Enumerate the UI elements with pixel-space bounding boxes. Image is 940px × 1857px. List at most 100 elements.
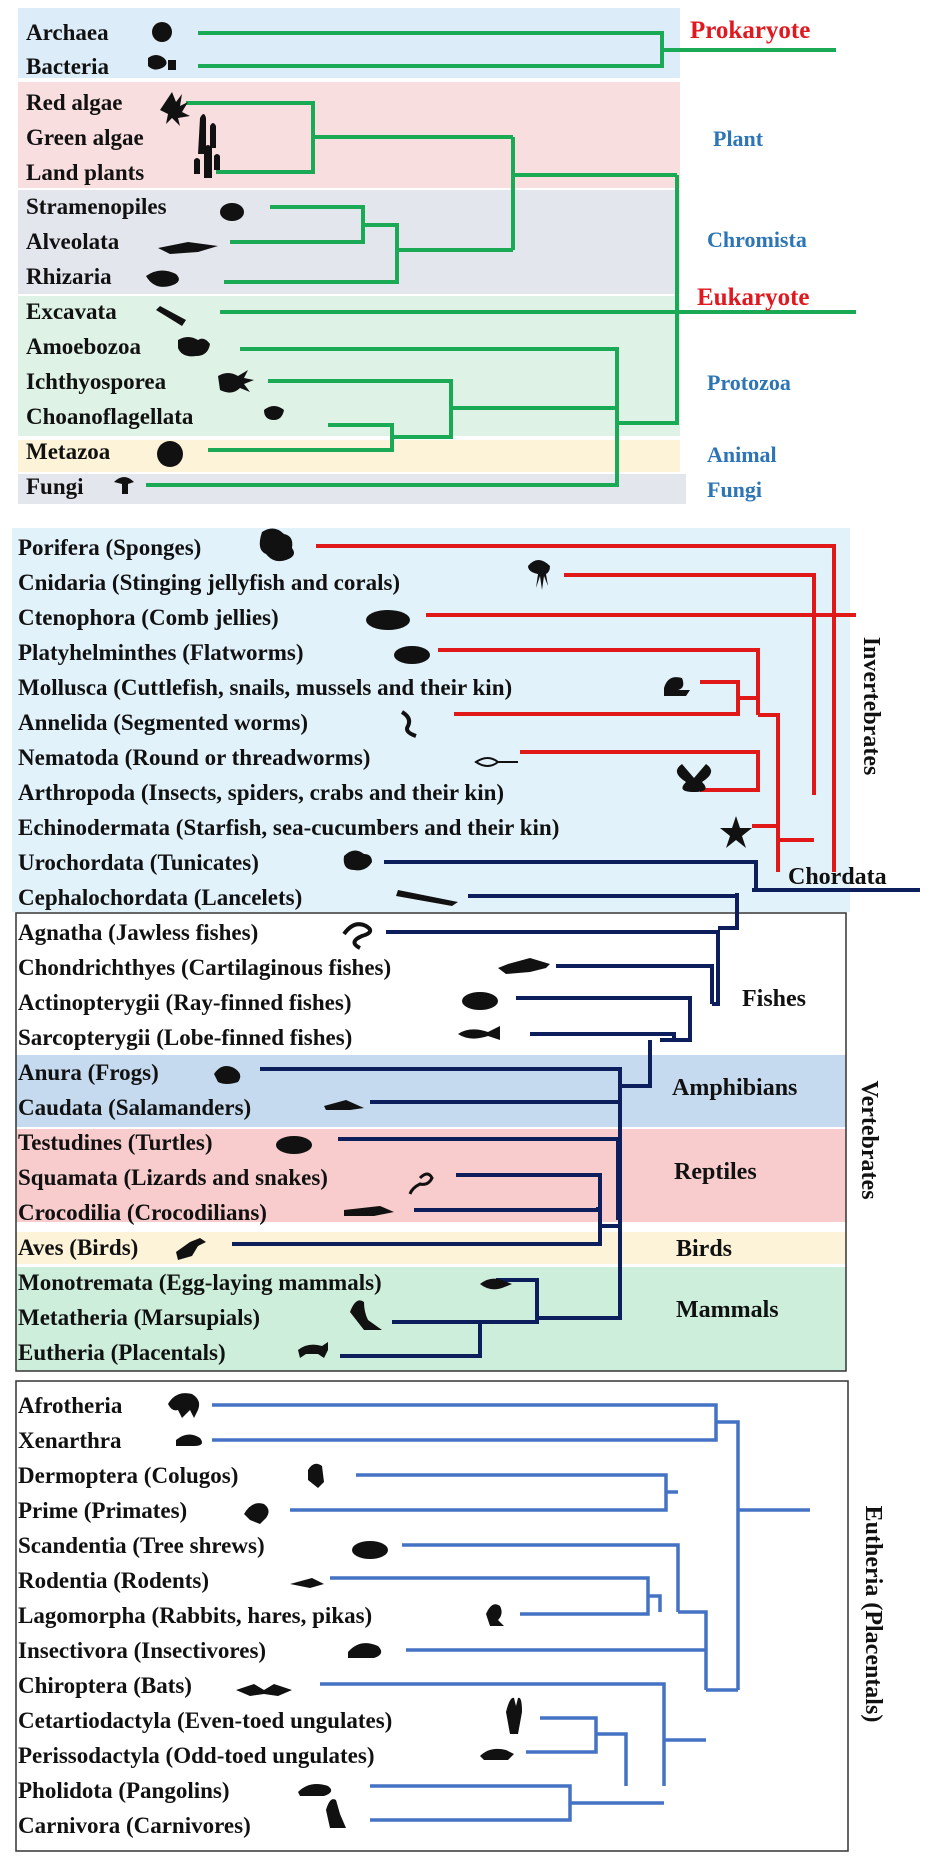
branch-ungulates <box>526 1716 598 1754</box>
cat-icon <box>326 1799 346 1828</box>
wolf-icon <box>298 1342 328 1358</box>
taxon-cetartiodactyla: Cetartiodactyla (Even-toed ungulates) <box>18 1708 392 1733</box>
taxon-stramenopiles: Stramenopiles <box>26 194 167 219</box>
group-plant: Plant <box>713 126 764 151</box>
branch-afrotheria-xenarthra <box>212 1403 718 1442</box>
taxon-porifera: Porifera (Sponges) <box>18 535 201 560</box>
branch-amoebozoa-fungi <box>146 347 619 487</box>
branch-squamata-crocodilia <box>414 1173 602 1212</box>
taxon-agnatha: Agnatha (Jawless fishes) <box>18 920 258 945</box>
taxon-chondrichthyes: Chondrichthyes (Cartilaginous fishes) <box>18 955 391 980</box>
taxon-chiroptera: Chiroptera (Bats) <box>18 1673 192 1698</box>
branch-euarchontoglires <box>678 1610 708 1690</box>
kangaroo-icon <box>350 1300 382 1330</box>
ray-finned-fish-icon <box>462 992 498 1010</box>
tree-shrew-icon <box>352 1541 388 1559</box>
amoeba-icon <box>178 337 210 357</box>
fungi-band <box>18 474 686 504</box>
taxon-eutheria: Eutheria (Placentals) <box>18 1340 226 1365</box>
taxon-pholidota: Pholidota (Pangolins) <box>18 1778 230 1803</box>
taxon-cnidaria: Cnidaria (Stinging jellyfish and corals) <box>18 570 400 595</box>
taxon-carnivora: Carnivora (Carnivores) <box>18 1813 251 1838</box>
branch-chondrichthyes <box>556 964 714 1004</box>
branch-agnatha <box>386 930 720 1006</box>
taxon-red-algae: Red algae <box>26 90 122 115</box>
group-birds: Birds <box>676 1236 732 1262</box>
rhizaria-icon <box>146 270 179 287</box>
group-eukaryote: Eukaryote <box>697 284 810 311</box>
branch-atlantogenata-join <box>716 1420 740 1690</box>
taxon-metatheria: Metatheria (Marsupials) <box>18 1305 260 1330</box>
salamander-icon <box>324 1100 364 1110</box>
placental-branches <box>212 1403 810 1822</box>
silhouette-icons <box>114 22 752 1828</box>
taxon-echinodermata: Echinodermata (Starfish, sea-cucumbers a… <box>18 815 559 840</box>
pangolin-icon <box>298 1784 332 1796</box>
taxon-bacteria: Bacteria <box>26 54 110 79</box>
shark-icon <box>498 958 550 974</box>
excavate-icon <box>156 306 186 326</box>
taxon-choanoflagellata: Choanoflagellata <box>26 404 194 429</box>
group-chromista: Chromista <box>707 227 807 252</box>
taxon-squamata: Squamata (Lizards and snakes) <box>18 1165 328 1190</box>
branch-monotremata <box>392 1278 539 1324</box>
branch-vertebrate-join <box>718 893 739 930</box>
branch-scandentia <box>402 1543 680 1612</box>
birds-band <box>16 1232 846 1264</box>
taxon-testudines: Testudines (Turtles) <box>18 1130 212 1155</box>
taxon-excavata: Excavata <box>26 299 117 324</box>
branch-glires <box>648 1594 662 1612</box>
green-algae-icon <box>198 114 216 154</box>
taxon-crocodilia: Crocodilia (Crocodilians) <box>18 1200 267 1225</box>
branch-nematoda-arthropoda <box>520 750 760 792</box>
taxon-insectivora: Insectivora (Insectivores) <box>18 1638 266 1663</box>
branch-rhizaria-join <box>224 223 399 284</box>
flatworm-icon <box>394 646 430 664</box>
group-fishes: Fishes <box>742 986 806 1012</box>
jellyfish-icon <box>528 560 550 590</box>
bacteria-icon <box>148 55 176 70</box>
group-prokaryote: Prokaryote <box>690 17 810 44</box>
taxon-lagomorpha: Lagomorpha (Rabbits, hares, pikas) <box>18 1603 372 1628</box>
star-icon <box>720 816 752 848</box>
taxon-platyhelminthes: Platyhelminthes (Flatworms) <box>18 640 304 665</box>
snail-icon <box>664 677 690 696</box>
alveolate-icon <box>158 242 218 254</box>
taxon-scandentia: Scandentia (Tree shrews) <box>18 1533 265 1558</box>
taxon-monotremata: Monotremata (Egg-laying mammals) <box>18 1270 382 1295</box>
lancelet-icon <box>396 890 458 906</box>
taxon-rhizaria: Rhizaria <box>26 264 112 289</box>
group-mammals: Mammals <box>676 1297 779 1323</box>
rabbit-icon <box>486 1604 504 1626</box>
invertebrates-band <box>12 528 850 912</box>
archaea-icon <box>152 22 172 42</box>
taxon-fungi: Fungi <box>26 474 84 499</box>
platypus-icon <box>480 1278 512 1290</box>
comb-jelly-icon <box>366 610 410 630</box>
chordate-branches <box>232 860 920 1358</box>
armadillo-icon <box>176 1434 202 1446</box>
group-fungi: Fungi <box>707 477 762 502</box>
mammals-band <box>16 1267 846 1371</box>
taxon-actinopterygii: Actinopterygii (Ray-finned fishes) <box>18 990 351 1015</box>
colugo-icon <box>308 1463 324 1488</box>
vertebrates-frame <box>15 912 847 1372</box>
branch-colugo-primate <box>290 1473 668 1512</box>
monkey-icon <box>244 1503 269 1524</box>
sponge-icon <box>259 528 294 562</box>
ichthyosporea-icon <box>218 370 254 393</box>
stramenopile-icon <box>220 203 244 221</box>
taxon-cephalochordata: Cephalochordata (Lancelets) <box>18 885 302 910</box>
taxon-xenarthra: Xenarthra <box>18 1428 122 1453</box>
taxon-urochordata: Urochordata (Tunicates) <box>18 850 259 875</box>
worm-icon <box>400 710 417 738</box>
branch-eutheria <box>340 1322 482 1358</box>
branch-platyhelminthes <box>438 648 760 715</box>
tree-of-life-labels: Archaea Bacteria Red algae Green algae L… <box>26 17 810 502</box>
butterfly-icon <box>676 764 712 792</box>
animal-band <box>18 440 680 472</box>
taxon-metazoa: Metazoa <box>26 439 111 464</box>
branch-opisthokont-join <box>617 175 679 425</box>
